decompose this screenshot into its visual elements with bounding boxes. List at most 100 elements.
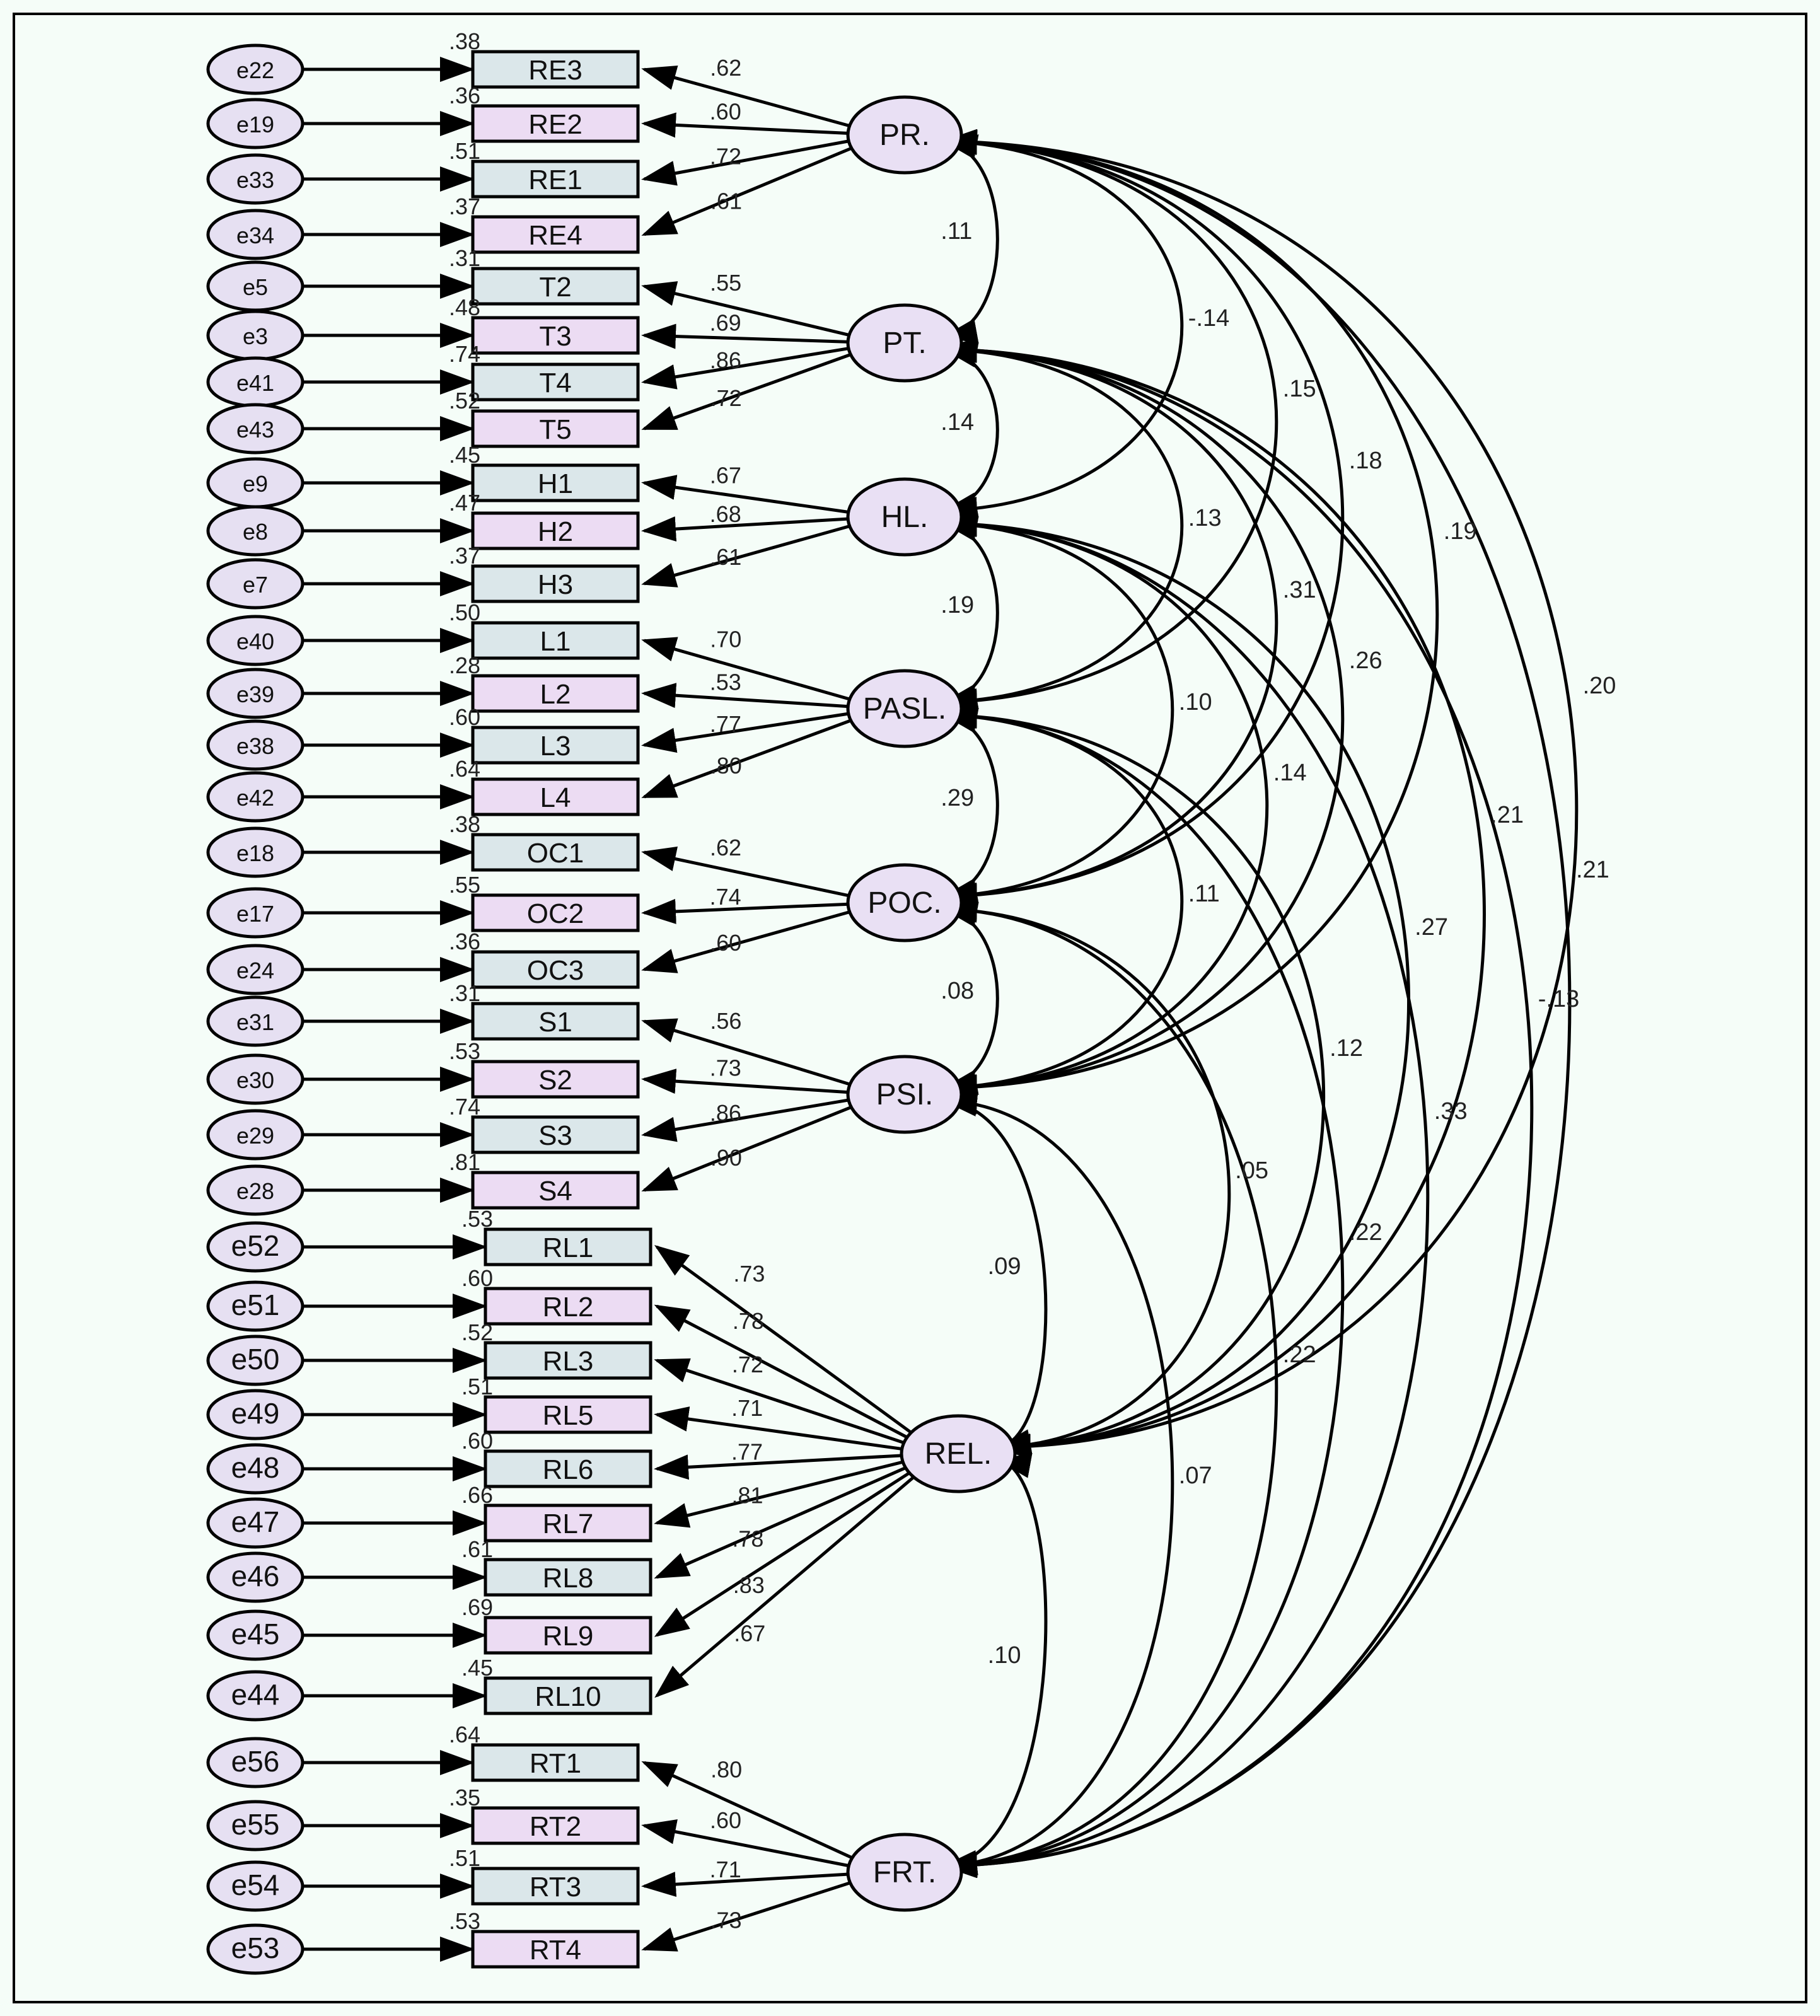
r-squared-label: .51: [449, 1845, 480, 1871]
latent-hl: [846, 477, 963, 557]
error-label: e28: [236, 1178, 274, 1204]
loading-arrow: [641, 1018, 852, 1087]
error-term-e53: [206, 1923, 304, 1975]
r-squared-label: .55: [449, 872, 480, 898]
r-squared-label: .81: [449, 1149, 480, 1175]
indicator-label: RL6: [543, 1454, 594, 1485]
indicator-box-rl9: [484, 1616, 652, 1655]
error-term-e49: [206, 1389, 304, 1440]
loading-label: .60: [710, 930, 741, 956]
error-label: e43: [236, 417, 274, 443]
loading-label: .80: [710, 753, 742, 779]
indicator-label: T4: [539, 368, 571, 398]
loading-label: .73: [710, 1908, 741, 1933]
loading-arrow: [641, 139, 850, 186]
loading-label: .72: [710, 144, 741, 170]
error-label: e34: [236, 223, 274, 248]
r-squared-label: .47: [449, 490, 480, 516]
loading-label: .60: [710, 1807, 741, 1833]
error-term-e18: [206, 826, 304, 878]
error-label: e42: [236, 785, 274, 811]
indicator-box-rl5: [484, 1395, 652, 1434]
correlation-arc-hl-psi: [942, 511, 1269, 1100]
loading-label: .77: [710, 711, 741, 737]
indicator-box-s1: [471, 1002, 640, 1041]
r-squared-label: .53: [449, 1908, 480, 1934]
latent-label: HL.: [881, 501, 929, 534]
loading-label: .72: [732, 1352, 763, 1377]
indicator-box-rt1: [471, 1743, 640, 1782]
indicator-box-t2: [471, 267, 640, 306]
indicator-box-t3: [471, 316, 640, 355]
correlation-label: .18: [1349, 448, 1382, 474]
correlation-label: .14: [1273, 760, 1307, 786]
error-label: e38: [236, 733, 274, 759]
error-label: e48: [231, 1451, 280, 1484]
r-squared-label: .74: [449, 341, 480, 367]
r-squared-label: .52: [461, 1319, 493, 1345]
correlation-arc-pr-rel: [942, 129, 1579, 1460]
error-term-e46: [206, 1551, 304, 1603]
error-term-e45: [206, 1609, 304, 1661]
correlation-label: .11: [941, 218, 972, 245]
correlation-label: .11: [1188, 881, 1220, 907]
indicator-label: OC2: [527, 898, 584, 929]
loading-label: .62: [710, 835, 741, 860]
loading-label: .56: [710, 1008, 741, 1034]
correlation-arc-pr-hl: [942, 130, 1184, 522]
indicator-box-rl10: [484, 1676, 652, 1715]
loading-arrow: [654, 1304, 909, 1440]
loading-arrow: [654, 1474, 916, 1698]
loading-arrow: [641, 637, 852, 702]
error-label: e49: [231, 1397, 280, 1430]
latent-poc: [846, 863, 963, 942]
indicator-box-re1: [471, 159, 640, 199]
error-term-e54: [206, 1860, 304, 1912]
loading-arrow: [641, 1880, 852, 1952]
correlation-label: .20: [1583, 673, 1616, 699]
error-label: e54: [231, 1868, 280, 1901]
indicator-label: OC1: [527, 838, 584, 869]
correlation-label: .05: [1235, 1157, 1268, 1184]
r-squared-label: .61: [461, 1536, 493, 1562]
indicator-box-l3: [471, 726, 640, 765]
error-label: e56: [231, 1745, 280, 1778]
correlation-arc-hl-frt: [942, 511, 1430, 1878]
error-label: e3: [243, 323, 268, 349]
error-term-e33: [206, 153, 304, 205]
error-label: e51: [231, 1289, 280, 1321]
error-label: e39: [236, 681, 274, 707]
indicator-label: RT4: [530, 1935, 581, 1966]
correlation-arc-pt-psi: [942, 337, 1345, 1100]
indicator-box-re3: [471, 50, 640, 89]
error-label: e55: [231, 1808, 280, 1841]
indicator-label: T3: [539, 321, 571, 352]
loading-arrow: [641, 718, 853, 799]
error-term-e43: [206, 403, 304, 455]
r-squared-label: .64: [449, 756, 480, 782]
latent-label: PR.: [879, 119, 930, 152]
r-squared-label: .48: [449, 294, 480, 320]
correlation-label: .15: [1283, 376, 1316, 402]
r-squared-label: .31: [449, 980, 480, 1006]
error-label: e19: [236, 112, 274, 137]
loading-arrow: [641, 1069, 850, 1094]
error-term-e39: [206, 668, 304, 719]
loading-arrow: [641, 524, 852, 588]
indicator-box-re2: [471, 104, 640, 143]
indicator-box-s2: [471, 1060, 640, 1099]
correlation-arc-pt-rel: [942, 337, 1486, 1459]
loading-arrow: [654, 1245, 913, 1435]
indicator-box-h2: [471, 511, 640, 550]
error-term-e17: [206, 887, 304, 939]
loading-arrow: [641, 475, 850, 514]
r-squared-label: .36: [449, 929, 480, 954]
indicator-box-rt2: [471, 1806, 640, 1845]
loading-label: .68: [710, 501, 741, 527]
indicator-label: H1: [538, 468, 573, 499]
correlation-label: .08: [941, 978, 974, 1004]
loading-label: .90: [710, 1145, 742, 1171]
error-term-e29: [206, 1109, 304, 1161]
error-label: e50: [231, 1343, 280, 1376]
